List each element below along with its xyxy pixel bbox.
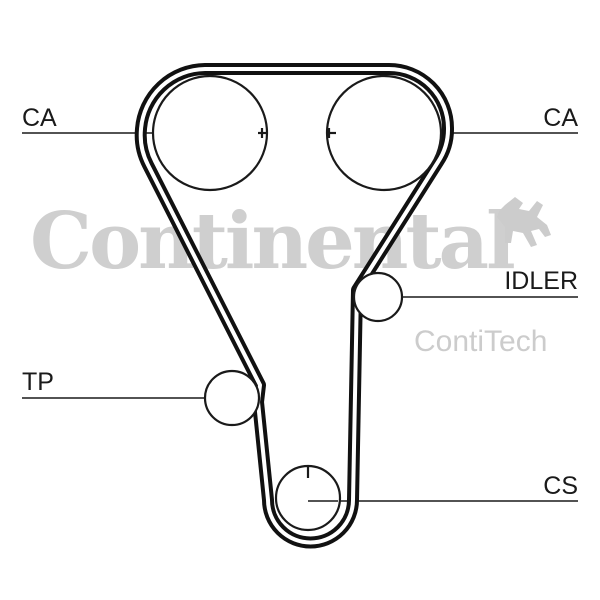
camshaft-pulley-left xyxy=(151,74,269,192)
tensioner-pulley xyxy=(203,369,261,427)
watermark: Continental ContiTech xyxy=(30,196,551,358)
labels: CA CA IDLER TP CS xyxy=(22,104,578,500)
leader-lines xyxy=(22,132,578,502)
watermark-subbrand-text: ContiTech xyxy=(414,325,547,358)
rearing-horse-icon xyxy=(497,197,551,247)
pulleys xyxy=(151,74,443,532)
watermark-brand-text: Continental xyxy=(30,196,514,287)
crankshaft-pulley xyxy=(274,464,342,532)
timing-belt xyxy=(134,63,454,549)
belt-inner-line xyxy=(138,67,451,545)
label-cs: CS xyxy=(543,472,578,500)
label-tp: TP xyxy=(22,368,54,396)
label-idler: IDLER xyxy=(504,267,578,295)
camshaft-pulley-right xyxy=(325,74,443,192)
idler-pulley xyxy=(352,271,404,323)
label-ca-right: CA xyxy=(543,104,578,132)
label-ca-left: CA xyxy=(22,104,57,132)
